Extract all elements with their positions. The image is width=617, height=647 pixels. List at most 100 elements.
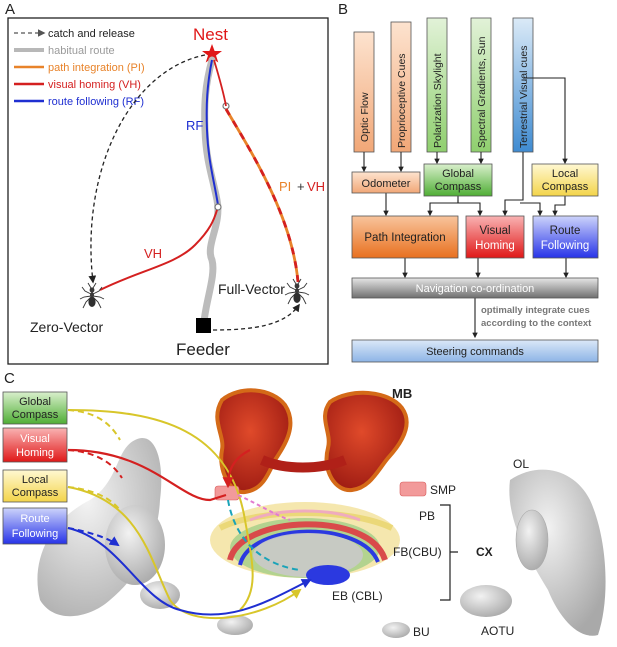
path-integration-label: Path Integration xyxy=(364,232,445,244)
bu-label: BU xyxy=(413,625,430,639)
odometer-box xyxy=(351,171,421,194)
path-route-following-blue xyxy=(67,527,312,616)
bu-shape xyxy=(382,622,410,638)
mb-label: MB xyxy=(392,386,412,401)
pb-pink xyxy=(249,509,361,522)
visual-homing-label-b-1: Visual xyxy=(479,225,510,237)
legend-path-integration: path integration (PI) xyxy=(48,62,145,74)
route-node-lower xyxy=(214,203,222,211)
nest-label: Nest xyxy=(193,25,228,44)
visual-homing-path xyxy=(99,209,218,291)
smp-right-blob xyxy=(399,481,427,497)
ol-label: OL xyxy=(513,457,529,471)
rf-label: RF xyxy=(186,118,203,133)
input-terrestrial-label: Terrestrial Visual cues xyxy=(518,45,530,148)
local-compass-label-b-2: Compass xyxy=(542,181,589,193)
cx-bracket xyxy=(440,504,458,601)
fb-red-band xyxy=(227,521,388,562)
mb-left xyxy=(215,388,293,495)
mb-stalk xyxy=(260,455,347,473)
integrate-note-2: according to the context xyxy=(481,318,592,329)
local-compass-box-c xyxy=(2,469,68,503)
odometer-label: Odometer xyxy=(362,178,411,190)
route-following-label-b-1: Route xyxy=(550,225,581,237)
panel-a-letter: A xyxy=(5,1,15,18)
path-global-compass-yellow xyxy=(67,409,254,611)
full-vector-label: Full-Vector xyxy=(218,281,285,297)
eb-label: EB (CBL) xyxy=(332,589,383,603)
aotu-shape xyxy=(460,585,512,617)
visual-homing-box-c xyxy=(2,427,68,463)
legend-habitual-route: habitual route xyxy=(48,45,115,57)
brain-lower-left xyxy=(140,581,180,609)
legend-catch-release: catch and release xyxy=(48,28,135,40)
feeder-square-icon xyxy=(196,318,211,333)
route-following-box-b xyxy=(532,215,599,259)
dash-local-compass xyxy=(67,486,121,511)
navigation-coordination-box xyxy=(351,277,599,299)
mb-right xyxy=(323,390,409,493)
integrate-note-1: optimally integrate cues xyxy=(481,305,590,316)
visual-homing-label-c-1: Visual xyxy=(20,433,50,445)
path-visual-homing-red xyxy=(67,448,227,502)
panel-b: B Optic Flow Proprioceptive Cues Polariz… xyxy=(338,1,599,363)
local-compass-box-b xyxy=(531,163,599,197)
eb-shape xyxy=(306,565,350,585)
legend-visual-homing: visual homing (VH) xyxy=(48,79,141,91)
pi-vh-path-red xyxy=(224,108,300,283)
route-following-label-c-1: Route xyxy=(20,513,49,525)
brain-left-bulb xyxy=(105,505,165,585)
plus-label: + xyxy=(297,179,305,194)
cx-label: CX xyxy=(476,545,493,559)
global-compass-box-c xyxy=(2,391,68,425)
catch-release-arrow-right xyxy=(212,303,300,331)
legend-route-following: route following (RF) xyxy=(48,96,144,108)
input-polarization-label: Polarization Skylight xyxy=(432,53,444,148)
route-following-label-b-2: Following xyxy=(541,240,590,252)
visual-homing-label-c-2: Homing xyxy=(16,447,54,459)
fb-label: FB(CBU) xyxy=(393,545,442,559)
panel-a-frame xyxy=(7,17,329,365)
path-integration-box xyxy=(351,215,459,259)
panel-a-legend: catch and release habitual route path in… xyxy=(14,28,145,108)
local-compass-label-c-1: Local xyxy=(22,474,48,486)
path-smp-fb-cyan xyxy=(227,499,301,571)
global-compass-label-c-1: Global xyxy=(19,396,51,408)
steering-commands-box xyxy=(351,339,599,363)
ol-inner xyxy=(515,509,549,571)
catch-release-arrow-left xyxy=(88,54,206,284)
visual-homing-label-b-2: Homing xyxy=(475,240,515,252)
path-local-compass-yellow xyxy=(67,486,302,620)
input-proprioceptive-label: Proprioceptive Cues xyxy=(396,53,408,148)
panel-c-letter: C xyxy=(4,370,15,387)
aotu-label: AOTU xyxy=(481,624,514,638)
global-compass-label-b-1: Global xyxy=(442,168,474,180)
dash-visual-homing xyxy=(67,449,123,479)
pb-shape xyxy=(218,510,394,531)
local-compass-label-c-2: Compass xyxy=(12,487,59,499)
dash-global-compass xyxy=(67,409,121,441)
nest-star-icon xyxy=(202,44,222,63)
navigation-coordination-label: Navigation co-ordination xyxy=(416,283,535,295)
zero-vector-label: Zero-Vector xyxy=(30,319,103,335)
pi-label: PI xyxy=(279,179,291,194)
fb-blue-band xyxy=(238,529,380,566)
panel-c: C xyxy=(2,370,606,639)
feeder-label: Feeder xyxy=(176,340,230,359)
global-compass-box-b xyxy=(423,163,493,197)
input-spectral-label: Spectral Gradients, Sun xyxy=(476,36,488,148)
global-compass-label-c-2: Compass xyxy=(12,409,59,421)
panel-a: A catch and release habitual route path … xyxy=(5,1,329,365)
smp-label: SMP xyxy=(430,483,456,497)
path-mb-smp-red xyxy=(222,449,251,489)
vh-join-path xyxy=(213,59,227,107)
route-following-label-c-2: Following xyxy=(12,528,58,540)
steering-commands-label: Steering commands xyxy=(426,346,524,358)
route-following-path xyxy=(205,59,219,206)
dash-route-following xyxy=(67,527,120,547)
panel-b-letter: B xyxy=(338,1,348,18)
local-compass-label-b-1: Local xyxy=(552,168,578,180)
input-optic-flow-label: Optic Flow xyxy=(359,92,371,142)
visual-homing-box-b xyxy=(465,215,525,259)
pb-label: PB xyxy=(419,509,435,523)
